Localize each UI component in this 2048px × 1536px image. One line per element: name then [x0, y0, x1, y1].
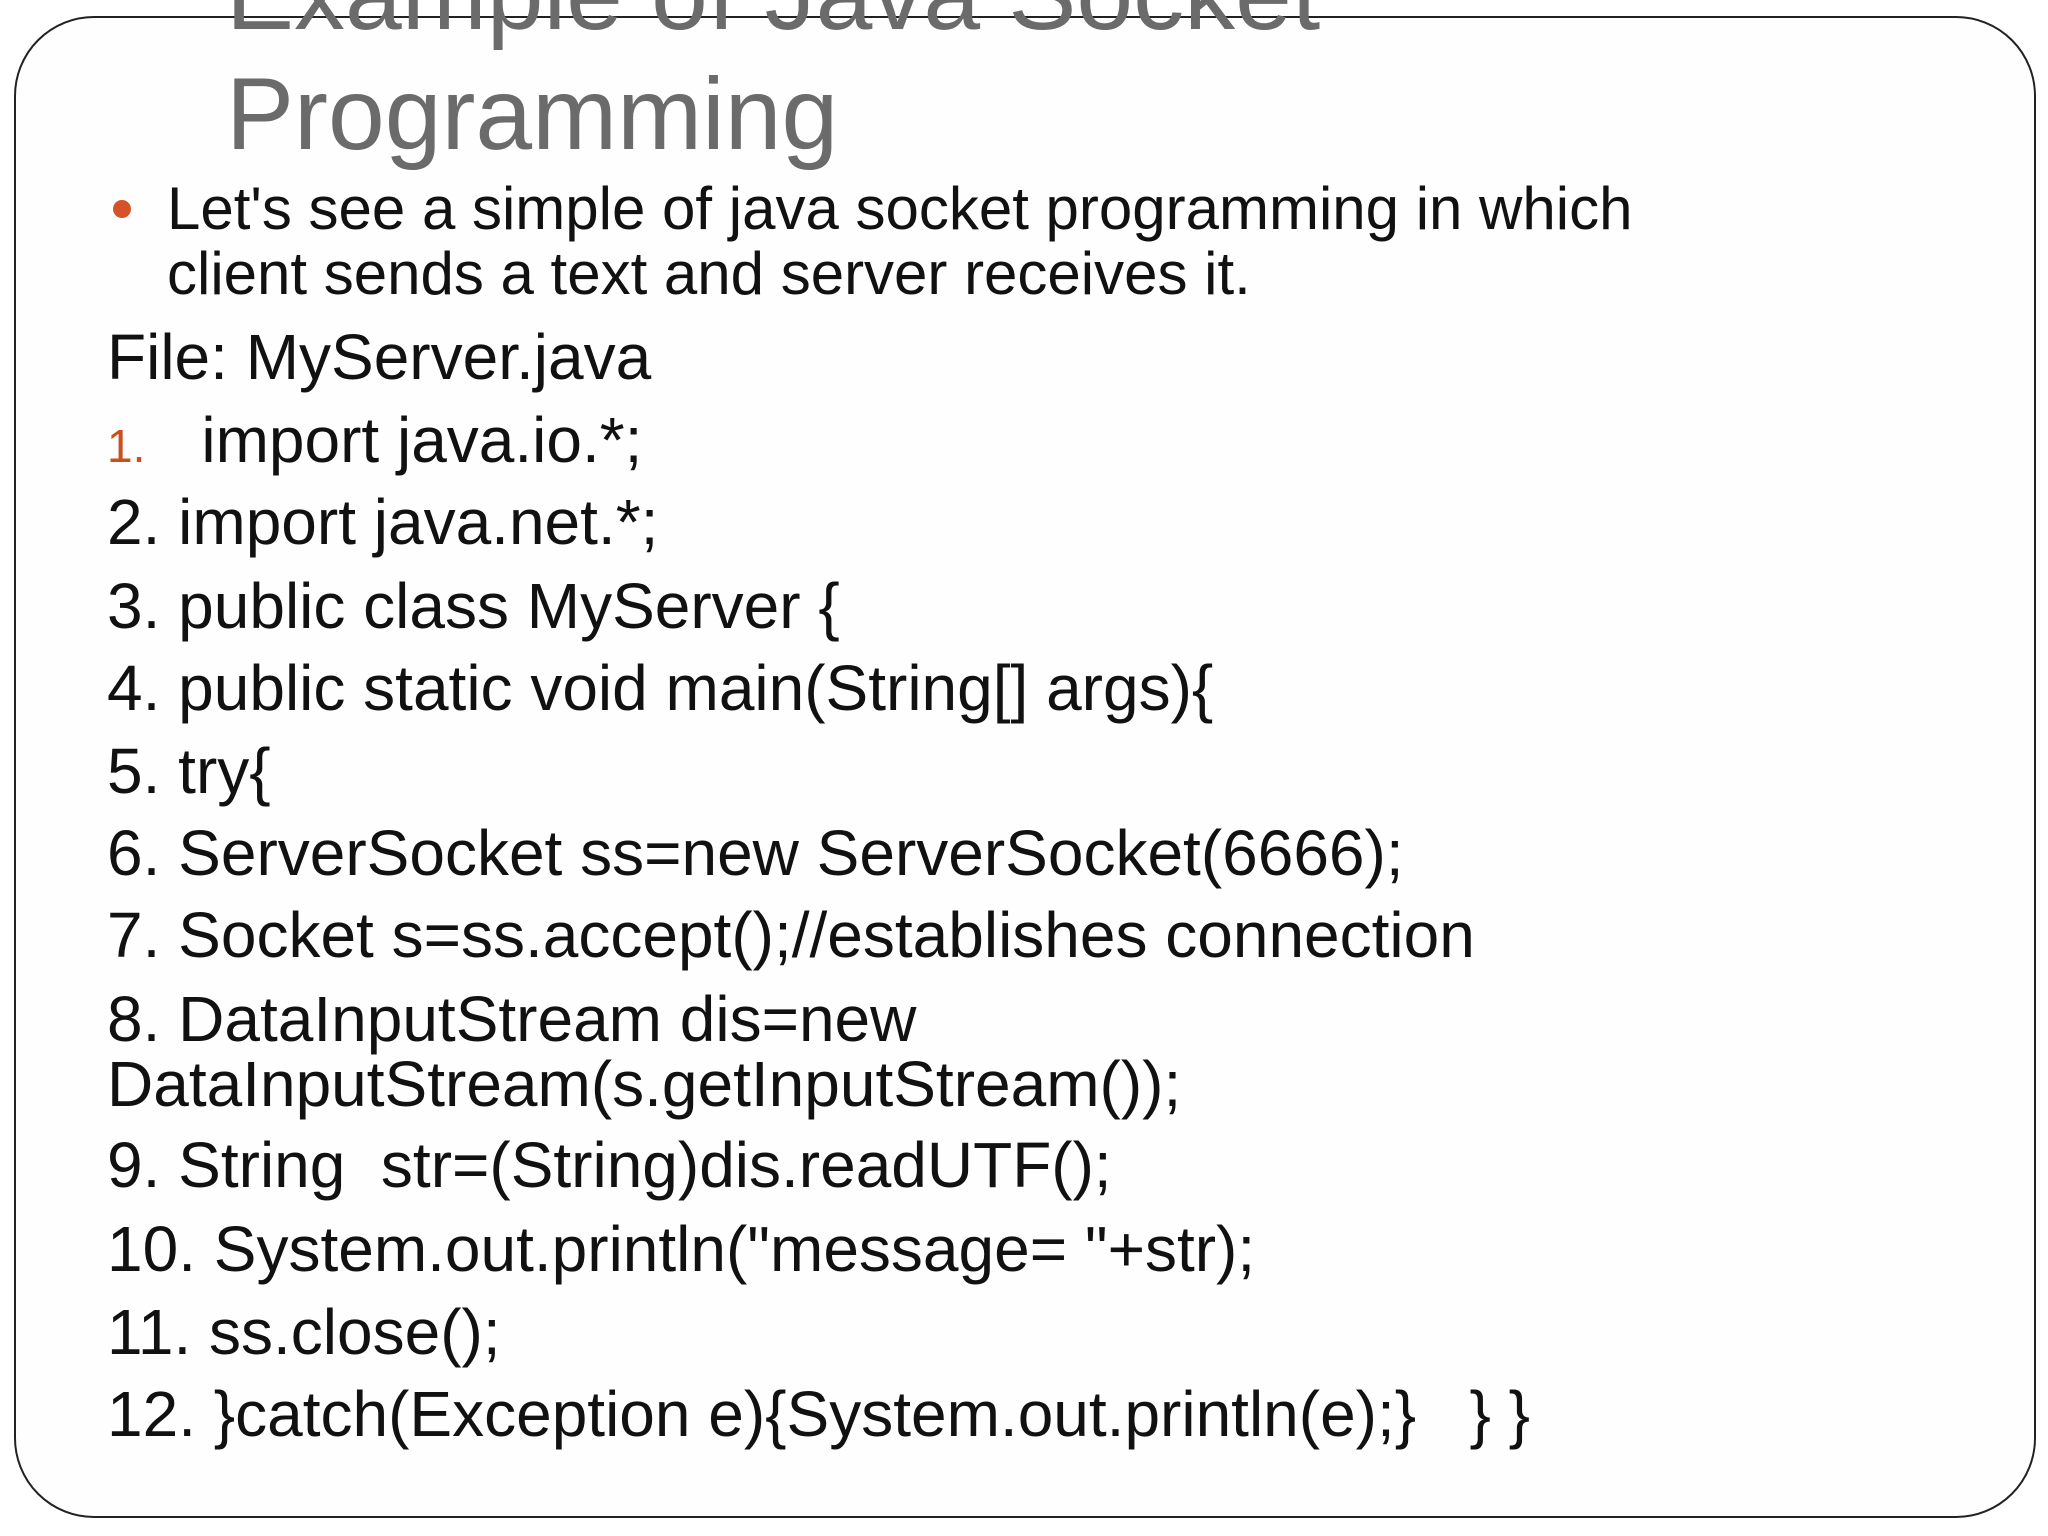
code-line: 8. DataInputStream dis=new	[107, 983, 917, 1055]
code-line: 9. String str=(String)dis.readUTF();	[107, 1129, 1112, 1201]
file-label: File: MyServer.java	[107, 321, 652, 393]
code-line: 7. Socket s=ss.accept();//establishes co…	[107, 899, 1475, 971]
code-line: 3. public class MyServer {	[107, 570, 840, 642]
slide-frame	[14, 16, 2036, 1518]
bullet-icon	[113, 200, 131, 218]
code-line: 10. System.out.println("message= "+str);	[107, 1213, 1256, 1285]
slide-title-line-1: Example of Java Socket	[226, 0, 1320, 45]
code-line: DataInputStream(s.getInputStream());	[107, 1048, 1182, 1120]
line-number: 1.	[107, 420, 146, 472]
bullet-text-line-2: client sends a text and server receives …	[167, 240, 1251, 307]
slide-title-line-2: Programming	[226, 57, 839, 171]
bullet-text-line-1: Let's see a simple of java socket progra…	[167, 175, 1633, 242]
code-line: 2. import java.net.*;	[107, 486, 659, 558]
code-line: 11. ss.close();	[107, 1296, 501, 1368]
code-text: import java.io.*;	[201, 404, 643, 476]
code-line-1: 1.import java.io.*;	[107, 408, 642, 472]
code-line: 5. try{	[107, 735, 271, 807]
code-line: 4. public static void main(String[] args…	[107, 652, 1214, 724]
code-line: 12. }catch(Exception e){System.out.print…	[107, 1378, 1530, 1450]
code-line: 6. ServerSocket ss=new ServerSocket(6666…	[107, 817, 1404, 889]
